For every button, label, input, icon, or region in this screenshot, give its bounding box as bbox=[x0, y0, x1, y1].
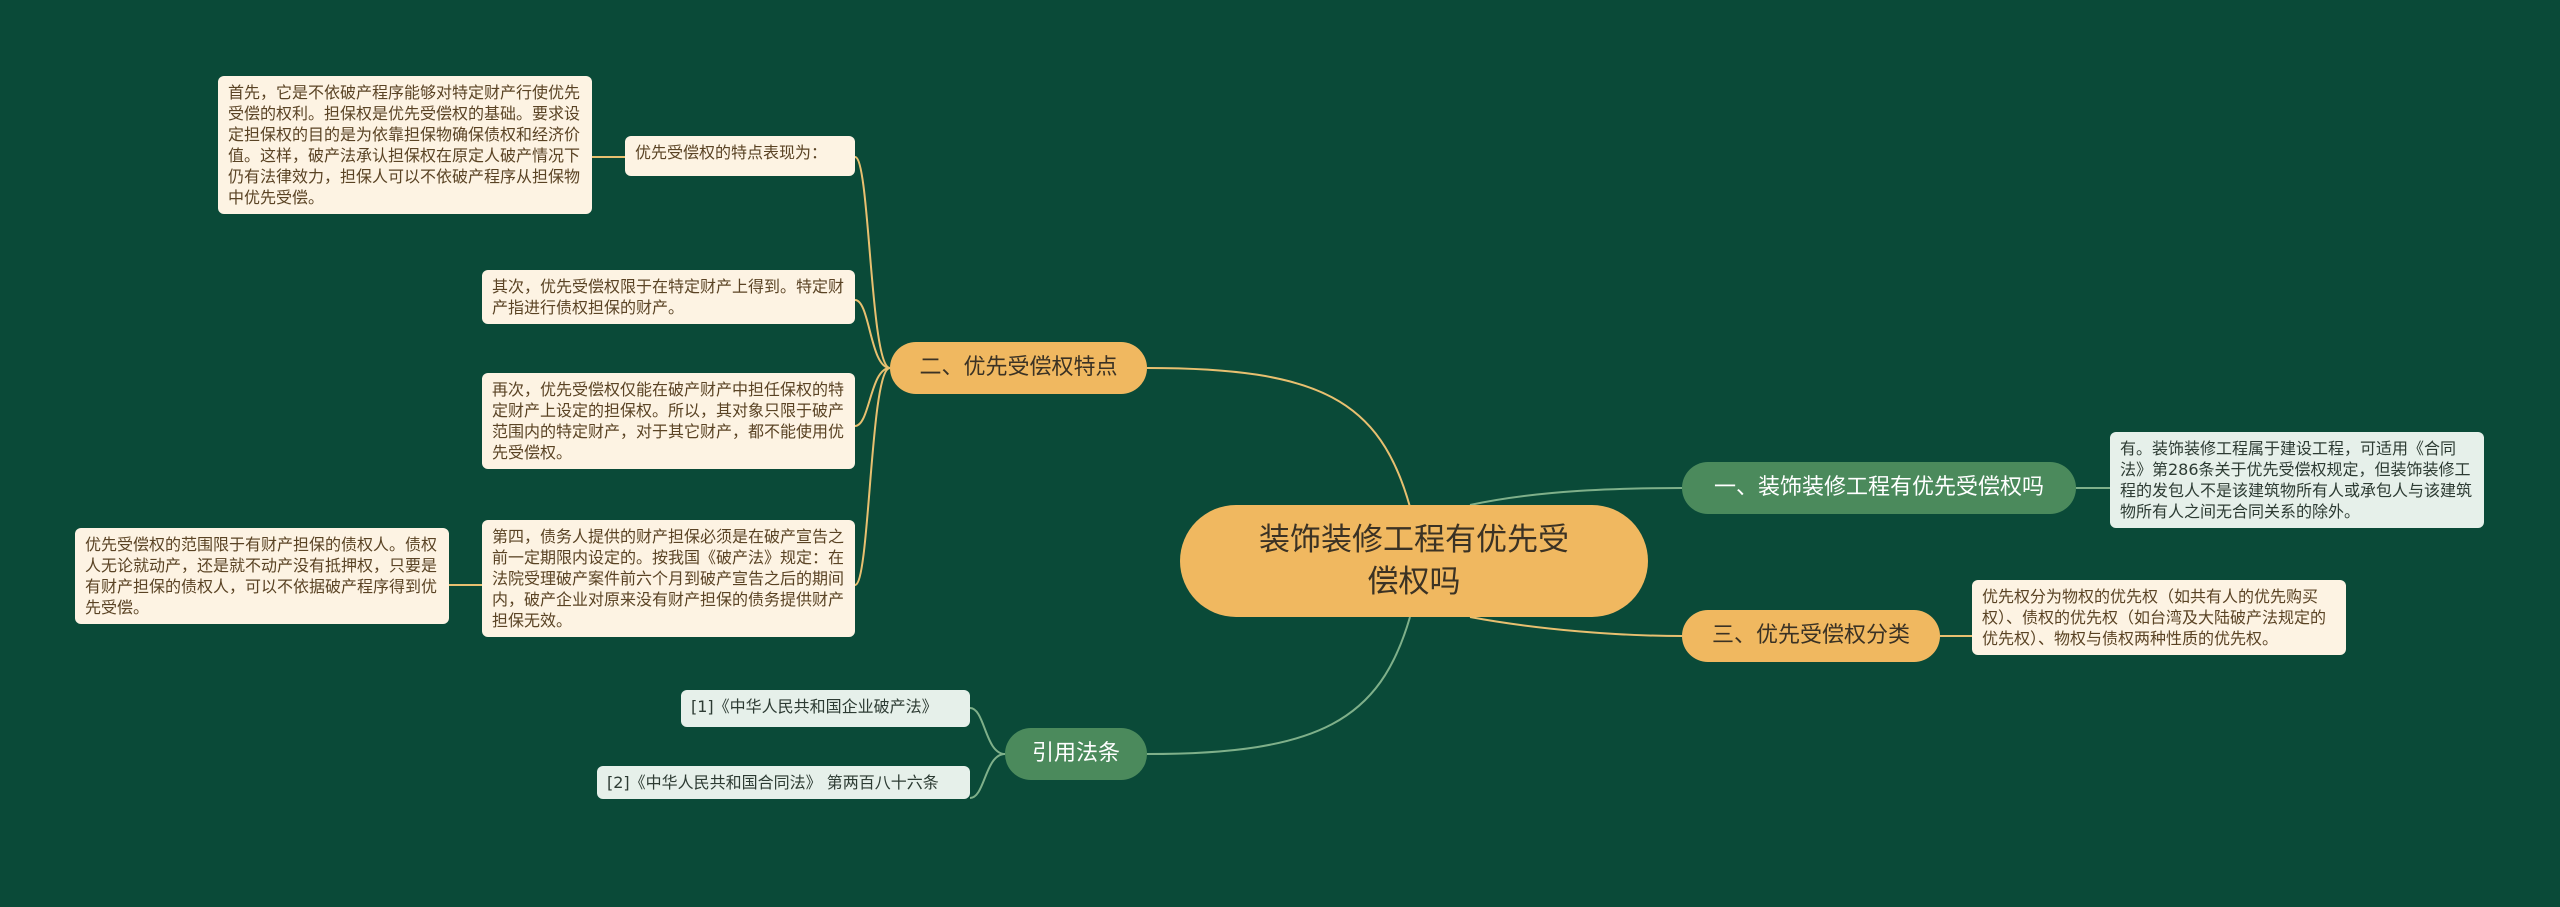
branch-4[interactable]: 引用法条 bbox=[1005, 728, 1147, 780]
root-topic[interactable]: 装饰装修工程有优先受偿权吗 bbox=[1180, 505, 1648, 617]
branch-3[interactable]: 三、优先受偿权分类 bbox=[1682, 610, 1940, 662]
branch-2-leaf-1[interactable]: 其次，优先受偿权限于在特定财产上得到。特定财产指进行债权担保的财产。 bbox=[482, 270, 855, 324]
connector-root-b4 bbox=[1146, 616, 1411, 755]
branch-2-subtopic-detail[interactable]: 首先，它是不依破产程序能够对特定财产行使优先受偿的权利。担保权是优先受偿权的基础… bbox=[218, 76, 592, 214]
connector-root-b3 bbox=[1469, 616, 1683, 637]
branch-2-leaf-3-text: 第四，债务人提供的财产担保必须是在破产宣告之前一定期限内设定的。按我国《破产法》… bbox=[492, 527, 845, 630]
root-topic-label: 装饰装修工程有优先受偿权吗 bbox=[1259, 522, 1569, 600]
branch-4-reference-1[interactable]: [1]《中华人民共和国企业破产法》 bbox=[681, 690, 970, 727]
branch-2-leaf-3[interactable]: 第四，债务人提供的财产担保必须是在破产宣告之前一定期限内设定的。按我国《破产法》… bbox=[482, 520, 855, 637]
connector-b4-ref1 bbox=[969, 707, 1006, 755]
connector-b2-sub bbox=[854, 156, 891, 369]
branch-2[interactable]: 二、优先受偿权特点 bbox=[890, 342, 1147, 394]
branch-4-reference-2-text: [2]《中华人民共和国合同法》 第两百八十六条 bbox=[607, 773, 939, 792]
branch-3-label: 三、优先受偿权分类 bbox=[1711, 623, 1910, 648]
branch-2-leaf-3-detail[interactable]: 优先受偿权的范围限于有财产担保的债权人。债权人无论就动产，还是就不动产没有抵押权… bbox=[75, 528, 449, 624]
branch-2-leaf-2-text: 再次，优先受偿权仅能在破产财产中担任保权的特定财产上设定的担保权。所以，其对象只… bbox=[492, 380, 845, 462]
branch-2-label: 二、优先受偿权特点 bbox=[919, 355, 1118, 380]
branch-4-reference-1-text: [1]《中华人民共和国企业破产法》 bbox=[691, 697, 938, 716]
branch-4-reference-2[interactable]: [2]《中华人民共和国合同法》 第两百八十六条 bbox=[597, 766, 970, 799]
branch-2-subtopic-detail-text: 首先，它是不依破产程序能够对特定财产行使优先受偿的权利。担保权是优先受偿权的基础… bbox=[228, 83, 581, 207]
connector-root-b2 bbox=[1146, 367, 1411, 508]
branch-1-leaf-text: 有。装饰装修工程属于建设工程，可适用《合同法》第286条关于优先受偿权规定，但装… bbox=[2120, 439, 2473, 521]
branch-2-leaf-1-text: 其次，优先受偿权限于在特定财产上得到。特定财产指进行债权担保的财产。 bbox=[492, 277, 845, 317]
connector-b2-leaf2 bbox=[854, 367, 891, 427]
connector-b4-ref2 bbox=[969, 753, 1006, 799]
connector-root-b1 bbox=[1469, 487, 1683, 506]
branch-3-leaf-text: 优先权分为物权的优先权（如共有人的优先购买权）、债权的优先权（如台湾及大陆破产法… bbox=[1982, 587, 2327, 648]
connector-b2-leaf1 bbox=[854, 299, 891, 369]
branch-2-leaf-3-detail-text: 优先受偿权的范围限于有财产担保的债权人。债权人无论就动产，还是就不动产没有抵押权… bbox=[85, 535, 438, 617]
branch-4-label: 引用法条 bbox=[1031, 741, 1120, 766]
branch-1[interactable]: 一、装饰装修工程有优先受偿权吗 bbox=[1682, 462, 2076, 514]
connector-b2-leaf3 bbox=[854, 367, 891, 586]
branch-2-leaf-2[interactable]: 再次，优先受偿权仅能在破产财产中担任保权的特定财产上设定的担保权。所以，其对象只… bbox=[482, 373, 855, 469]
branch-2-subtopic-text: 优先受偿权的特点表现为： bbox=[635, 143, 828, 162]
branch-1-leaf[interactable]: 有。装饰装修工程属于建设工程，可适用《合同法》第286条关于优先受偿权规定，但装… bbox=[2110, 432, 2484, 528]
branch-3-leaf[interactable]: 优先权分为物权的优先权（如共有人的优先购买权）、债权的优先权（如台湾及大陆破产法… bbox=[1972, 580, 2346, 655]
branch-1-label: 一、装饰装修工程有优先受偿权吗 bbox=[1713, 475, 2044, 500]
branch-2-subtopic[interactable]: 优先受偿权的特点表现为： bbox=[625, 136, 855, 176]
